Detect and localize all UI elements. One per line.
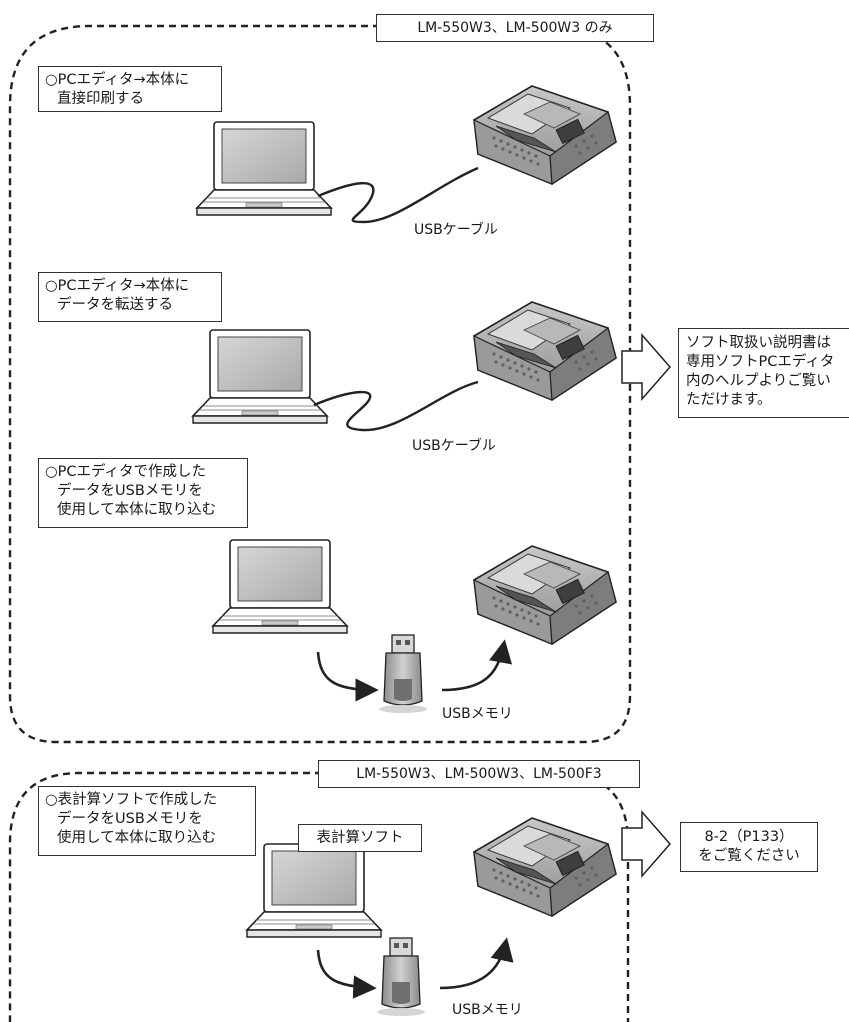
scenario-line: ○PCエディタ→本体に	[45, 72, 190, 88]
note-line: ただけます。	[686, 392, 772, 408]
flow-arrow-usb-to-printer-2	[439, 937, 514, 990]
scenario-line: ○表計算ソフトで作成した	[45, 792, 218, 808]
scenario-line: ○PCエディタで作成した	[45, 464, 207, 480]
scenario-line: データをUSBメモリを	[57, 811, 203, 827]
scenario-line: 使用して本体に取り込む	[57, 830, 217, 846]
usb-cable-2	[313, 380, 479, 432]
models-tag-upper: LM-550W3、LM-500W3 のみ	[376, 14, 654, 42]
flow-arrow-laptop-to-usb-2	[316, 949, 377, 999]
printer-icon-3	[473, 545, 617, 645]
usb-memory-label-2: USBメモリ	[452, 1002, 523, 1018]
scenario-line: ○PCエディタ→本体に	[45, 278, 190, 294]
upper-panel-border	[8, 24, 632, 744]
note-line: 内のヘルプよりご覧い	[686, 373, 831, 389]
spreadsheet-software-label: 表計算ソフト	[298, 824, 422, 852]
usb-cable-1	[317, 166, 479, 224]
flow-arrow-laptop-to-usb-1	[316, 651, 379, 702]
scenario-line: データを転送する	[57, 297, 173, 313]
laptop-icon-4	[246, 843, 382, 938]
note-line: をご覧ください	[698, 848, 800, 864]
usb-memory-icon-1	[378, 634, 428, 714]
usb-memory-label-1: USBメモリ	[442, 706, 513, 722]
scenario-line: 使用して本体に取り込む	[57, 502, 217, 518]
note-line: 8-2（P133）	[704, 829, 794, 845]
usb-memory-icon-2	[376, 937, 426, 1017]
scenario-line: 直接印刷する	[57, 91, 144, 107]
laptop-icon-3	[212, 539, 348, 634]
usb-cable-label-2: USBケーブル	[412, 438, 496, 454]
printer-icon-4	[473, 817, 617, 917]
scenario-usb-import-box: ○PCエディタで作成した データをUSBメモリを 使用して本体に取り込む	[38, 458, 248, 528]
scenario-direct-print-box: ○PCエディタ→本体に 直接印刷する	[38, 66, 222, 112]
printer-icon-2	[473, 301, 617, 401]
printer-icon-1	[473, 85, 617, 185]
flow-arrow-usb-to-printer-1	[441, 639, 513, 692]
note-line: 専用ソフトPCエディタ	[686, 354, 835, 370]
laptop-icon-2	[192, 329, 328, 424]
reference-note-box: 8-2（P133） をご覧ください	[680, 822, 818, 872]
scenario-spreadsheet-box: ○表計算ソフトで作成した データをUSBメモリを 使用して本体に取り込む	[38, 786, 256, 856]
scenario-data-transfer-box: ○PCエディタ→本体に データを転送する	[38, 272, 222, 322]
models-tag-lower: LM-550W3、LM-500W3、LM-500F3	[318, 760, 640, 788]
laptop-icon-1	[196, 121, 332, 216]
scenario-line: データをUSBメモリを	[57, 483, 203, 499]
manual-note-box: ソフト取扱い説明書は 専用ソフトPCエディタ 内のヘルプよりご覧い ただけます。	[678, 328, 849, 418]
usb-cable-label-1: USBケーブル	[414, 222, 498, 238]
note-line: ソフト取扱い説明書は	[686, 335, 831, 351]
